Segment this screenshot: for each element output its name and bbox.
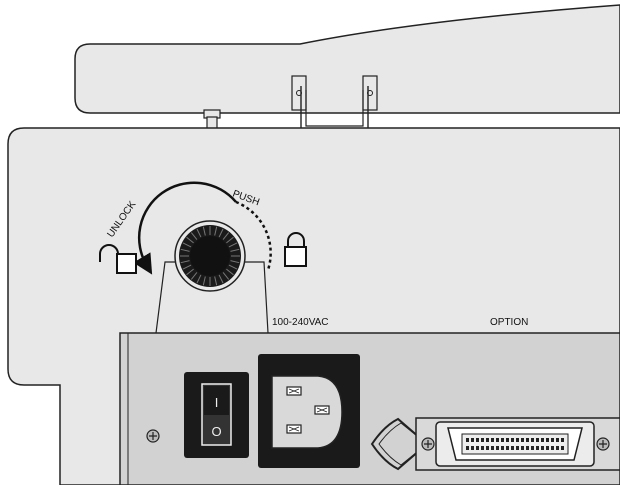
connector-pin	[501, 438, 504, 442]
connector-pin	[521, 446, 524, 450]
connector-pin	[511, 438, 514, 442]
knob-tooth	[226, 236, 234, 244]
power-switch[interactable]: I O	[184, 372, 249, 458]
lock-knob[interactable]	[174, 220, 246, 292]
connector-pin	[471, 446, 474, 450]
knob-tooth	[202, 276, 206, 286]
connector-pin	[501, 446, 504, 450]
connector-pin	[511, 446, 514, 450]
connector-pin	[526, 438, 529, 442]
knob-tooth	[218, 274, 224, 284]
connector-pin	[486, 446, 489, 450]
connector-pin	[521, 438, 524, 442]
connector-pin	[551, 446, 554, 450]
connector-pin	[466, 438, 469, 442]
switch-off-symbol: O	[211, 424, 221, 439]
connector-pin	[471, 438, 474, 442]
option-label: OPTION	[490, 317, 528, 328]
knob-tooth	[196, 274, 202, 284]
connector-pin	[561, 438, 564, 442]
knob-tooth	[182, 242, 192, 248]
connector-pin	[541, 438, 544, 442]
knob-tooth	[214, 226, 218, 236]
connector-pin	[556, 446, 559, 450]
knob-tooth	[190, 232, 198, 240]
knob-tooth	[186, 268, 194, 276]
connector-pin	[466, 446, 469, 450]
connector-pin	[516, 438, 519, 442]
knob-tooth	[214, 276, 218, 286]
connector-pin	[551, 438, 554, 442]
connector-pin	[476, 438, 479, 442]
knob-tooth	[230, 248, 240, 252]
knob-tooth	[186, 236, 194, 244]
connector-pin	[561, 446, 564, 450]
connector-pin	[496, 438, 499, 442]
knob-tooth	[222, 272, 230, 280]
knob-tooth	[218, 228, 224, 238]
connector-pin	[506, 446, 509, 450]
connector-pin	[506, 438, 509, 442]
locked-padlock-icon	[284, 232, 307, 267]
connector-pin	[546, 438, 549, 442]
connector-pin	[526, 446, 529, 450]
connector-pin	[481, 438, 484, 442]
connector-pin	[476, 446, 479, 450]
connector-pin	[531, 446, 534, 450]
knob-tooth	[190, 272, 198, 280]
connector-pins	[466, 438, 564, 450]
knob-tooth	[202, 226, 206, 236]
knob-tooth	[182, 264, 192, 270]
knob-tooth	[228, 264, 238, 270]
option-connector[interactable]	[370, 417, 620, 471]
knob-tooth	[230, 260, 240, 264]
knob-tooth	[222, 232, 230, 240]
knob-tooth	[228, 242, 238, 248]
connector-pin	[546, 446, 549, 450]
top-cover	[74, 4, 620, 114]
connector-pin	[536, 446, 539, 450]
switch-on-symbol: I	[215, 395, 219, 410]
knob-tooth	[180, 248, 190, 252]
connector-pin	[481, 446, 484, 450]
unlocked-padlock-icon	[99, 244, 137, 274]
knob-teeth	[180, 226, 240, 286]
knob-tooth	[180, 260, 190, 264]
connector-pin	[516, 446, 519, 450]
cover-foot	[203, 109, 221, 130]
ac-power-inlet[interactable]	[258, 354, 360, 468]
connector-pin	[491, 438, 494, 442]
hinge-bracket	[291, 75, 378, 132]
connector-pin	[531, 438, 534, 442]
connector-pin	[486, 438, 489, 442]
connector-pin	[536, 438, 539, 442]
voltage-label: 100-240VAC	[272, 317, 329, 328]
connector-pin	[541, 446, 544, 450]
connector-pin	[496, 446, 499, 450]
connector-pin	[491, 446, 494, 450]
connector-pin	[556, 438, 559, 442]
unlock-arrow	[133, 181, 237, 275]
screw-icon	[146, 429, 160, 443]
knob-tooth	[226, 268, 234, 276]
knob-tooth	[196, 228, 202, 238]
lock-dotted-arc	[235, 200, 272, 271]
